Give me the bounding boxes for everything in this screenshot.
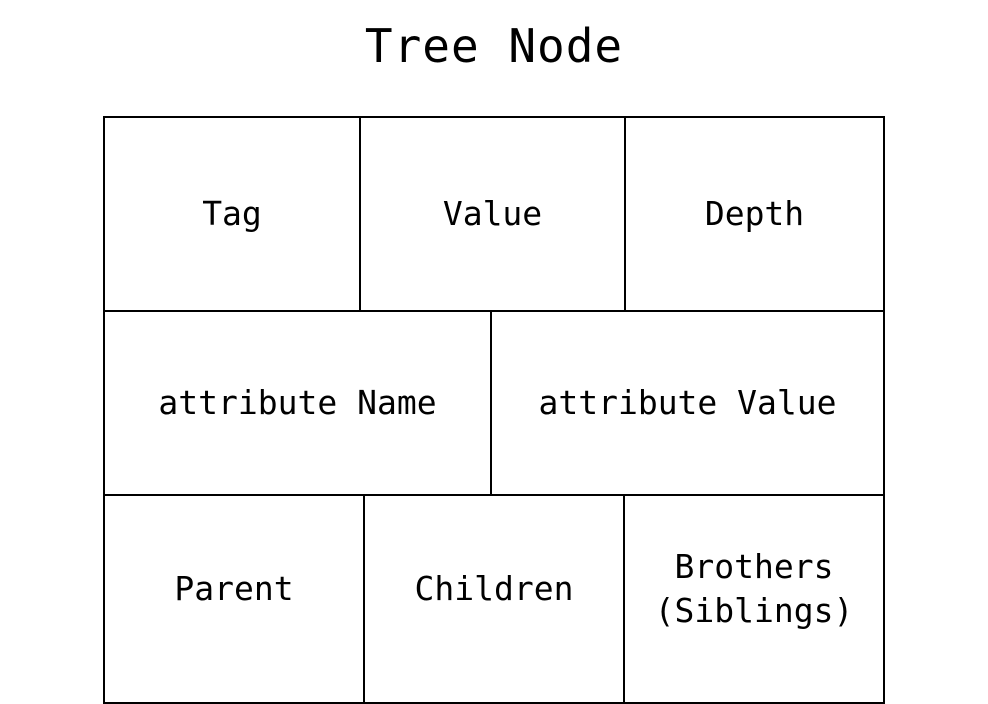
field-attribute-value-box: attribute Value — [490, 310, 885, 496]
field-parent-label: Parent — [174, 569, 294, 608]
field-attribute-value-label: attribute Value — [538, 383, 837, 422]
field-children-label: Children — [414, 569, 574, 608]
field-attribute-name-label: attribute Name — [158, 383, 437, 422]
field-children-box: Children — [363, 494, 625, 704]
field-tag-label: Tag — [202, 194, 262, 233]
diagram-title: Tree Node — [364, 19, 624, 73]
field-depth-label: Depth — [704, 194, 805, 233]
field-value-box: Value — [359, 116, 626, 312]
field-brothers-box: Brothers (Siblings) — [623, 494, 885, 704]
field-depth-box: Depth — [624, 116, 885, 312]
field-value-label: Value — [442, 194, 543, 233]
field-attribute-name-box: attribute Name — [103, 310, 492, 496]
field-tag-box: Tag — [103, 116, 361, 312]
field-parent-box: Parent — [103, 494, 365, 704]
field-brothers-label: Brothers (Siblings) — [654, 547, 854, 630]
